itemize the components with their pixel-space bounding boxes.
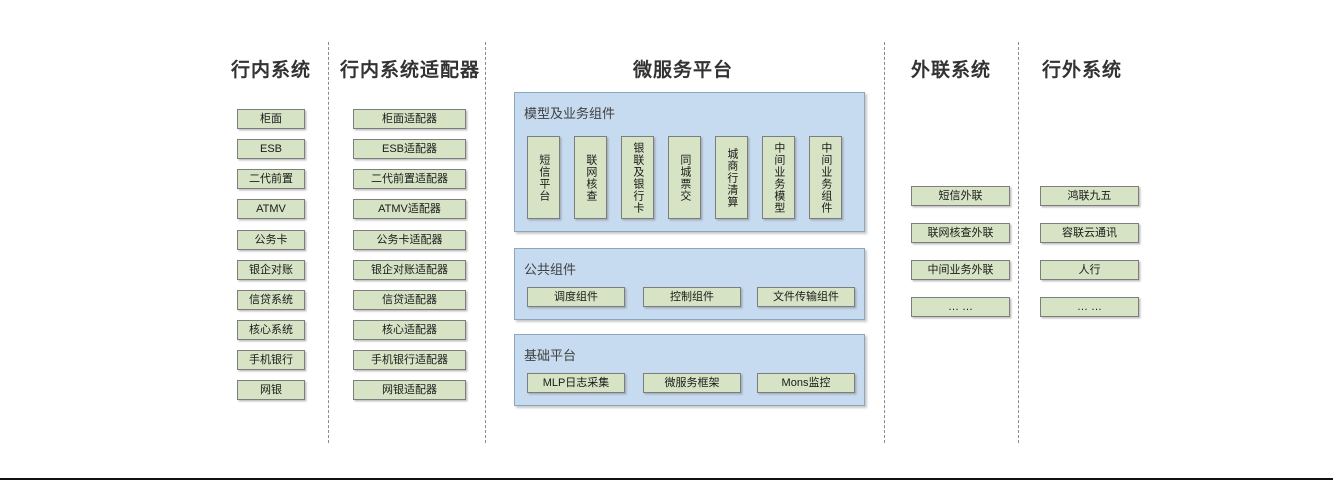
node-internal-9[interactable]: 网银 xyxy=(237,380,305,400)
node-adapter-2[interactable]: 二代前置适配器 xyxy=(353,169,466,189)
node-model-2[interactable]: 银联及银行卡 xyxy=(621,136,654,219)
node-base-0[interactable]: MLP日志采集 xyxy=(527,373,625,393)
node-adapter-3[interactable]: ATMV适配器 xyxy=(353,199,466,219)
node-external-link-1[interactable]: 联网核查外联 xyxy=(911,223,1010,243)
panel-common-components xyxy=(514,248,865,320)
node-model-0[interactable]: 短信平台 xyxy=(527,136,560,219)
node-adapter-0[interactable]: 柜面适配器 xyxy=(353,109,466,129)
panel-label-common-components: 公共组件 xyxy=(524,262,577,277)
node-adapter-5[interactable]: 银企对账适配器 xyxy=(353,260,466,280)
divider-1 xyxy=(328,42,329,443)
node-base-1[interactable]: 微服务框架 xyxy=(643,373,741,393)
node-external-link-3[interactable]: … … xyxy=(911,297,1010,317)
node-outside-0[interactable]: 鸿联九五 xyxy=(1040,186,1139,206)
node-model-5[interactable]: 中间业务模型 xyxy=(762,136,795,219)
divider-2 xyxy=(485,42,486,443)
node-base-2[interactable]: Mons监控 xyxy=(757,373,855,393)
column-title-adapters: 行内系统适配器 xyxy=(340,60,481,81)
node-external-link-2[interactable]: 中间业务外联 xyxy=(911,260,1010,280)
node-model-1[interactable]: 联网核查 xyxy=(574,136,607,219)
node-common-1[interactable]: 控制组件 xyxy=(643,287,741,307)
node-outside-1[interactable]: 容联云通讯 xyxy=(1040,223,1139,243)
column-title-internal: 行内系统 xyxy=(230,60,311,81)
node-internal-2[interactable]: 二代前置 xyxy=(237,169,305,189)
node-internal-6[interactable]: 信贷系统 xyxy=(237,290,305,310)
node-internal-7[interactable]: 核心系统 xyxy=(237,320,305,340)
column-title-platform: 微服务平台 xyxy=(632,60,733,81)
node-internal-8[interactable]: 手机银行 xyxy=(237,350,305,370)
node-adapter-7[interactable]: 核心适配器 xyxy=(353,320,466,340)
node-outside-2[interactable]: 人行 xyxy=(1040,260,1139,280)
panel-label-model-business: 模型及业务组件 xyxy=(524,106,616,121)
node-internal-1[interactable]: ESB xyxy=(237,139,305,159)
panel-base-platform xyxy=(514,334,865,406)
node-outside-3[interactable]: … … xyxy=(1040,297,1139,317)
node-external-link-0[interactable]: 短信外联 xyxy=(911,186,1010,206)
node-common-0[interactable]: 调度组件 xyxy=(527,287,625,307)
node-adapter-4[interactable]: 公务卡适配器 xyxy=(353,230,466,250)
node-internal-5[interactable]: 银企对账 xyxy=(237,260,305,280)
node-common-2[interactable]: 文件传输组件 xyxy=(757,287,855,307)
node-adapter-8[interactable]: 手机银行适配器 xyxy=(353,350,466,370)
node-model-4[interactable]: 城商行清算 xyxy=(715,136,748,219)
node-model-6[interactable]: 中间业务组件 xyxy=(809,136,842,219)
divider-3 xyxy=(884,42,885,443)
node-internal-0[interactable]: 柜面 xyxy=(237,109,305,129)
divider-4 xyxy=(1018,42,1019,443)
node-model-3[interactable]: 同城票交 xyxy=(668,136,701,219)
column-title-external-link: 外联系统 xyxy=(910,60,991,81)
node-adapter-9[interactable]: 网银适配器 xyxy=(353,380,466,400)
node-internal-3[interactable]: ATMV xyxy=(237,199,305,219)
page-bottom-rule xyxy=(0,478,1333,480)
panel-label-base-platform: 基础平台 xyxy=(524,348,577,363)
node-internal-4[interactable]: 公务卡 xyxy=(237,230,305,250)
column-title-outside: 行外系统 xyxy=(1041,60,1122,81)
node-adapter-6[interactable]: 信贷适配器 xyxy=(353,290,466,310)
node-adapter-1[interactable]: ESB适配器 xyxy=(353,139,466,159)
